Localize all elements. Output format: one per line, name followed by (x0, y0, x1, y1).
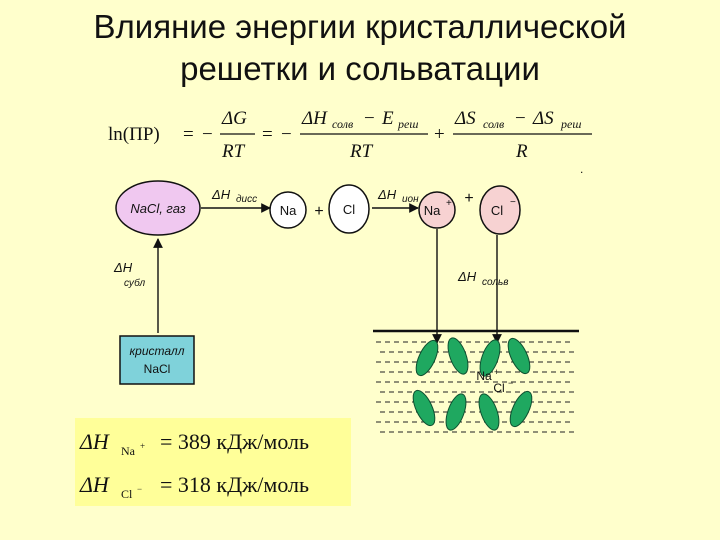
solvent-dipole (507, 337, 531, 375)
cl-ion (479, 185, 521, 235)
slide-title: Влияние энергии кристаллической решетки … (0, 6, 720, 90)
solvent-dipole (445, 393, 467, 431)
crystal-label-1: кристалл (130, 344, 185, 358)
solvent-dipole (412, 389, 436, 427)
nacl-gas-label: NaCl, газ (130, 201, 185, 216)
term3-ds1-sub: солв (483, 117, 504, 131)
term2-dh: ΔH (301, 108, 328, 129)
title-line-2: решетки и сольватации (180, 50, 540, 87)
term3-ds1: ΔS (454, 108, 476, 129)
solvent-dipole (479, 339, 501, 377)
term1-numerator: ΔG (221, 108, 247, 129)
sol-na-label: Na (476, 369, 492, 383)
sol-na-charge: + (494, 367, 499, 377)
stray-dot: . (580, 162, 583, 176)
row2-value: = 318 кДж/моль (160, 472, 309, 497)
plus-sign: + (434, 124, 445, 145)
row2-sub: Cl (121, 487, 133, 501)
crystal-box (119, 335, 195, 385)
na-ion (418, 191, 456, 229)
minus-sign-2: − (281, 124, 292, 145)
row2-sup: − (137, 484, 142, 494)
values-box (75, 418, 351, 506)
dh-ion-sub: ион (402, 194, 419, 205)
crystal-label-2: NaCl (144, 362, 171, 376)
nacl-gas-ellipse (115, 180, 201, 236)
row1-value: = 389 кДж/моль (160, 429, 309, 454)
row2-dh: ΔH (79, 472, 110, 497)
term2-e-sub: реш (397, 117, 418, 131)
cl-ion-charge: − (510, 197, 516, 208)
row1-sub: Na (121, 444, 136, 458)
cycle: NaCl, газ ΔH дисс Na + Cl ΔH ион Na + + … (113, 162, 583, 385)
row1-dh: ΔH (79, 429, 110, 454)
cl-atom-label: Cl (343, 202, 355, 217)
na-ion-label: Na (424, 203, 441, 218)
solvent-dipole (447, 337, 469, 375)
cl-atom (328, 184, 370, 234)
dh-subl-sub: субл (124, 277, 146, 289)
solvent-dipole (415, 339, 439, 377)
term2-dh-sub: солв (332, 117, 353, 131)
term2-denominator: RT (349, 141, 374, 162)
equals-sign-1: = (183, 124, 194, 145)
equals-sign-2: = (262, 124, 273, 145)
term3-ds2: ΔS (532, 108, 554, 129)
dh-ion-label: ΔH (377, 187, 397, 202)
solvent-dipole (509, 390, 533, 428)
plus-ions: + (464, 190, 473, 207)
dh-subl-label: ΔH (113, 260, 133, 275)
solvent-dipoles (412, 337, 533, 431)
row1-sup: + (140, 441, 145, 451)
cl-ion-label: Cl (491, 203, 503, 218)
na-atom-label: Na (280, 203, 297, 218)
na-ion-charge: + (446, 198, 452, 209)
dh-solv-sub: сольв (482, 277, 508, 288)
dh-diss-sub: дисс (236, 194, 257, 205)
sol-cl-label: Cl (493, 381, 504, 395)
solvent-dipole (478, 393, 500, 431)
term1-denominator: RT (221, 141, 246, 162)
minus-sign-1: − (202, 124, 213, 145)
term3-ds2-sub: реш (560, 117, 581, 131)
term3-denominator: R (515, 141, 528, 162)
sol-cl-charge: − (508, 378, 513, 388)
dh-solv-label: ΔH (457, 269, 477, 284)
values: ΔH Na + = 389 кДж/моль ΔH Cl − = 318 кДж… (79, 429, 309, 501)
term3-minus: − (515, 108, 526, 129)
solution: Na + Cl − (373, 329, 579, 433)
solvent-dashes (376, 341, 574, 433)
title-line-1: Влияние энергии кристаллической (93, 8, 627, 45)
ln-label: ln(ПР) (108, 124, 160, 145)
na-atom (269, 191, 307, 229)
term2-e: E (381, 108, 394, 129)
formula: ln(ПР) = − ΔG RT = − ΔH солв − E реш RT … (108, 108, 592, 162)
term2-minus: − (364, 108, 375, 129)
plus-atoms: + (314, 203, 323, 220)
dh-diss-label: ΔH (211, 187, 231, 202)
